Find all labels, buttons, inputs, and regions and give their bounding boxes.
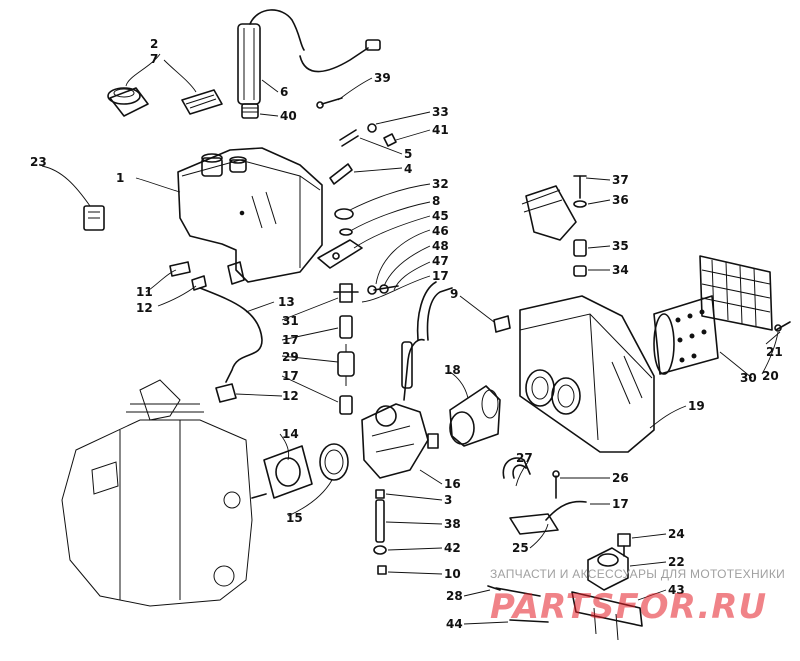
watermark-tagline: ЗАПЧАСТИ И АКСЕССУАРЫ ДЛЯ МОТОТЕХНИКИ	[490, 567, 785, 581]
junction-hardware	[521, 175, 587, 277]
callout-9: 9	[450, 287, 458, 301]
callout-45: 45	[432, 209, 449, 223]
callout-24: 24	[668, 527, 685, 541]
callout-16: 16	[444, 477, 461, 491]
callout-6: 6	[280, 85, 288, 99]
mount-bracket	[317, 208, 399, 295]
callout-37: 37	[612, 173, 629, 187]
oil-tank-cap	[107, 87, 149, 117]
callout-47: 47	[432, 254, 449, 268]
callout-25: 25	[512, 541, 529, 555]
callout-10: 10	[444, 567, 461, 581]
callout-32: 32	[432, 177, 449, 191]
callout-15: 15	[286, 511, 303, 525]
watermark: ЗАПЧАСТИ И АКСЕССУАРЫ ДЛЯ МОТОТЕХНИКИ PA…	[490, 567, 785, 627]
callout-39: 39	[374, 71, 391, 85]
callout-29: 29	[282, 350, 299, 364]
callout-35: 35	[612, 239, 629, 253]
callout-17-right: 17	[612, 497, 629, 511]
vent-hose	[416, 281, 453, 341]
air-silencer	[493, 295, 655, 453]
callout-23: 23	[30, 155, 47, 169]
callout-22: 22	[668, 555, 685, 569]
callout-17-b: 17	[282, 369, 299, 383]
oil-pump-assembly	[487, 457, 643, 641]
callout-numbers: 2 7 1 23 6 40 39 33 41 5 4 32 8 45 46 48…	[30, 37, 783, 631]
bracket-hardware	[329, 123, 397, 185]
callout-46: 46	[432, 224, 449, 238]
callout-27: 27	[516, 451, 533, 465]
callout-44: 44	[446, 617, 463, 631]
callout-42: 42	[444, 541, 461, 555]
callout-13: 13	[278, 295, 295, 309]
oil-tank	[177, 147, 323, 285]
level-sender	[237, 9, 381, 119]
callout-40: 40	[280, 109, 297, 123]
callout-41: 41	[432, 123, 449, 137]
callout-4: 4	[404, 162, 412, 176]
callout-34: 34	[612, 263, 629, 277]
callout-2: 2	[150, 37, 158, 51]
drain-hose	[373, 489, 387, 575]
callout-8: 8	[432, 194, 440, 208]
callout-17-a: 17	[282, 333, 299, 347]
callout-36: 36	[612, 193, 629, 207]
engine	[61, 379, 253, 607]
callout-17-upper: 17	[432, 269, 449, 283]
callout-30: 30	[740, 371, 757, 385]
fuel-line-stack	[333, 283, 359, 415]
callout-5: 5	[404, 147, 412, 161]
callout-38: 38	[444, 517, 461, 531]
callout-19: 19	[688, 399, 705, 413]
callout-33: 33	[432, 105, 449, 119]
carburetor	[361, 338, 439, 479]
watermark-logo: PARTSFOR.RU	[490, 587, 767, 627]
callout-20: 20	[762, 369, 779, 383]
air-screen	[653, 255, 791, 375]
callout-48: 48	[432, 239, 449, 253]
callout-18: 18	[444, 363, 461, 377]
intake-flange	[251, 443, 349, 499]
callout-26: 26	[612, 471, 629, 485]
callout-14: 14	[282, 427, 299, 441]
callout-7: 7	[150, 52, 158, 66]
callout-12-lower: 12	[282, 389, 299, 403]
leader-lines	[41, 53, 781, 625]
decal	[181, 89, 223, 115]
callout-12-upper: 12	[136, 301, 153, 315]
callout-1: 1	[116, 171, 124, 185]
callout-31: 31	[282, 314, 299, 328]
intake-boot	[449, 385, 501, 447]
callout-28: 28	[446, 589, 463, 603]
callout-3: 3	[444, 493, 452, 507]
callout-21: 21	[766, 345, 783, 359]
callout-43: 43	[668, 583, 685, 597]
callout-11: 11	[136, 285, 153, 299]
oil-line-parts	[83, 205, 263, 403]
